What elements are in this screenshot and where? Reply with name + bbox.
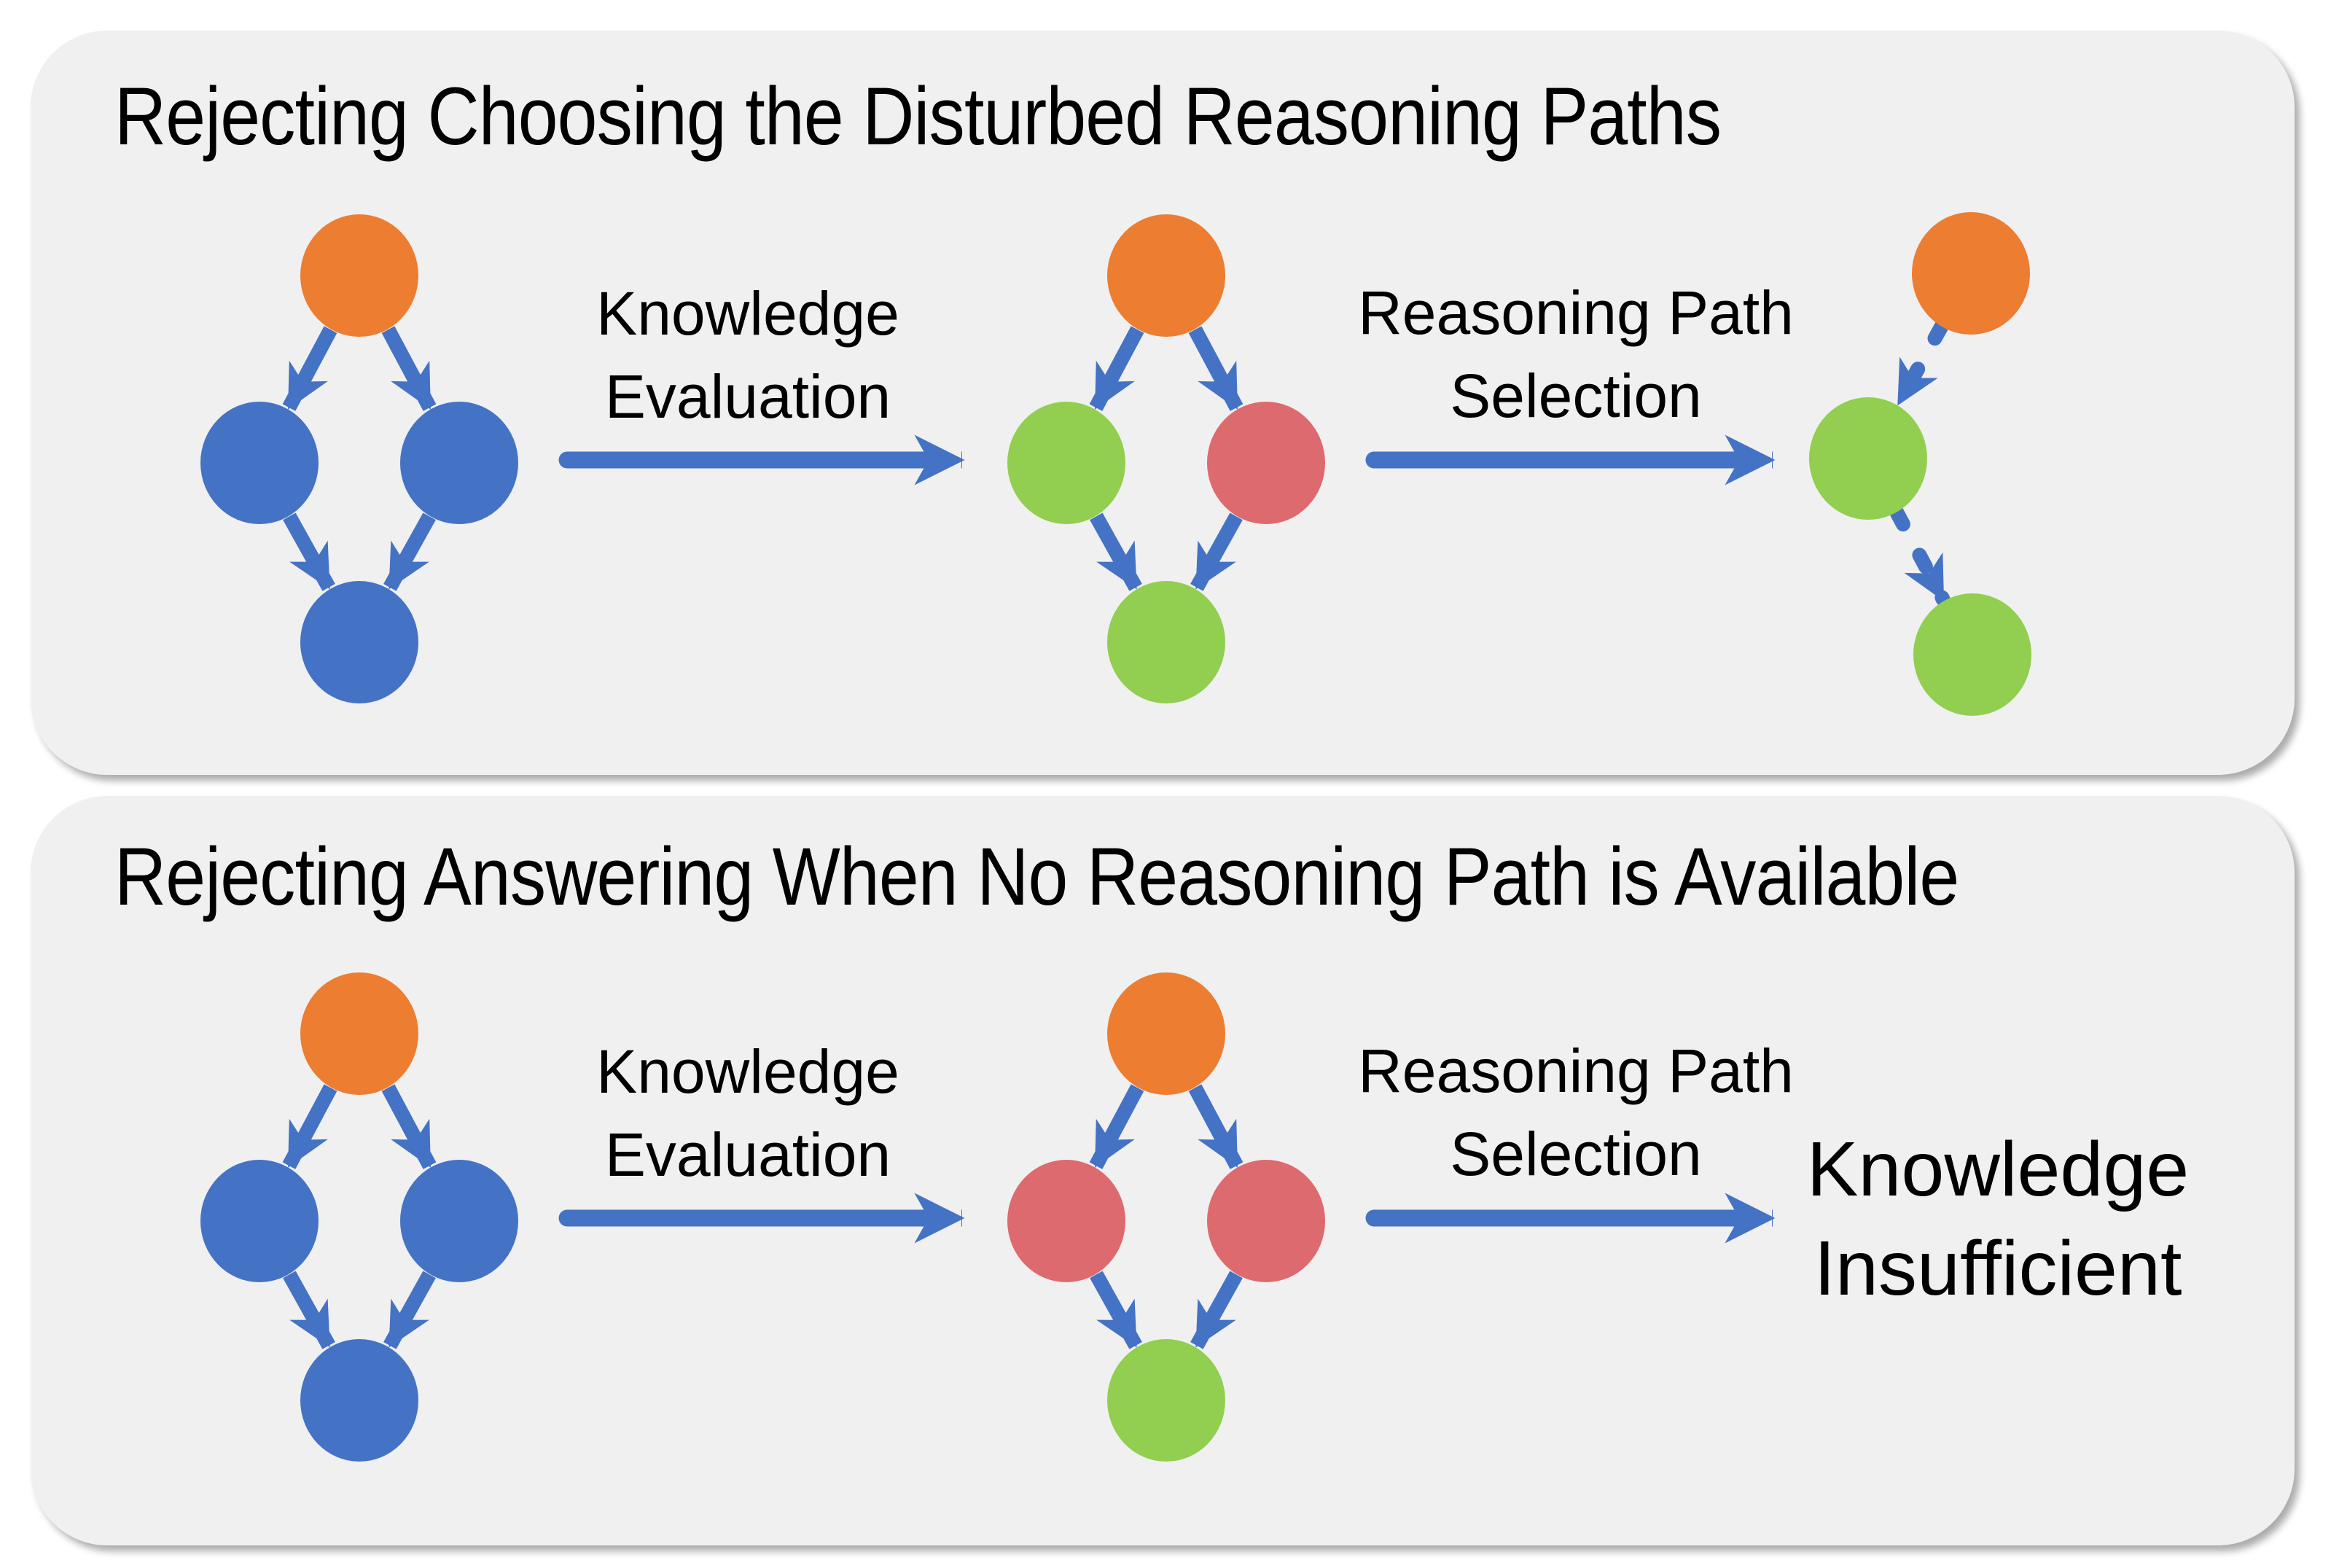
reasoning-path-selection-label: Reasoning Path Selection — [1299, 1029, 1853, 1195]
graph-edge — [381, 326, 437, 411]
graph-edge — [282, 1084, 337, 1169]
arrow-label-line: Knowledge — [596, 1037, 899, 1106]
orange-node — [1107, 214, 1225, 337]
orange-node — [1912, 212, 2030, 335]
arrow-label-line: Knowledge — [596, 279, 899, 348]
graph-edge — [1090, 512, 1142, 591]
panel-title: Rejecting Answering When No Reasoning Pa… — [114, 831, 1959, 922]
graph-edge — [1891, 319, 1949, 411]
graph-edge — [1190, 1271, 1243, 1349]
green-node — [1107, 581, 1225, 703]
knowledge-insufficient-label: Knowledge Insufficient — [1663, 1120, 2331, 1318]
graph-edge — [1089, 1084, 1144, 1169]
graph-edge — [1089, 326, 1144, 411]
arrow-label-line: Selection — [1450, 1120, 1702, 1188]
knowledge-evaluation-label: Knowledge Evaluation — [471, 1030, 1025, 1196]
graph-edge — [283, 512, 335, 591]
graph-edge — [1188, 326, 1243, 411]
blue-node — [400, 402, 518, 524]
result-text-line: Insufficient — [1813, 1225, 2182, 1311]
result-text-line: Knowledge — [1806, 1126, 2190, 1212]
arrow-label-line: Evaluation — [604, 1120, 891, 1189]
red-node — [1207, 1160, 1325, 1282]
arrow-label-line: Reasoning Path — [1358, 278, 1794, 347]
knowledge-evaluation-label: Knowledge Evaluation — [471, 272, 1025, 438]
panel-title: Rejecting Choosing the Disturbed Reasoni… — [114, 71, 1722, 162]
arrow-label-line: Reasoning Path — [1358, 1037, 1794, 1105]
green-node — [1809, 397, 1927, 520]
graph-edge — [282, 326, 337, 411]
green-node — [1007, 402, 1125, 524]
blue-node — [200, 1160, 319, 1282]
blue-node — [200, 402, 319, 524]
graph-edge — [1188, 1084, 1243, 1169]
graph-edge — [383, 1271, 436, 1349]
reasoning-path-selection-label: Reasoning Path Selection — [1299, 271, 1853, 437]
arrow-label-line: Selection — [1450, 362, 1702, 430]
green-node — [1913, 593, 2031, 716]
graph-edge — [383, 512, 436, 591]
graph-edge — [1190, 512, 1243, 591]
red-node — [1207, 402, 1325, 524]
red-node — [1007, 1160, 1125, 1282]
arrow-label-line: Evaluation — [604, 362, 891, 431]
orange-node — [300, 214, 418, 337]
green-node — [1107, 1339, 1225, 1462]
graph-edge — [1090, 1271, 1142, 1349]
graph-edge — [1889, 505, 1951, 607]
blue-node — [300, 581, 418, 703]
graph-edge — [283, 1271, 335, 1349]
graph-edge — [381, 1084, 437, 1169]
orange-node — [300, 972, 418, 1095]
blue-node — [400, 1160, 518, 1282]
orange-node — [1107, 972, 1225, 1095]
blue-node — [300, 1339, 418, 1462]
